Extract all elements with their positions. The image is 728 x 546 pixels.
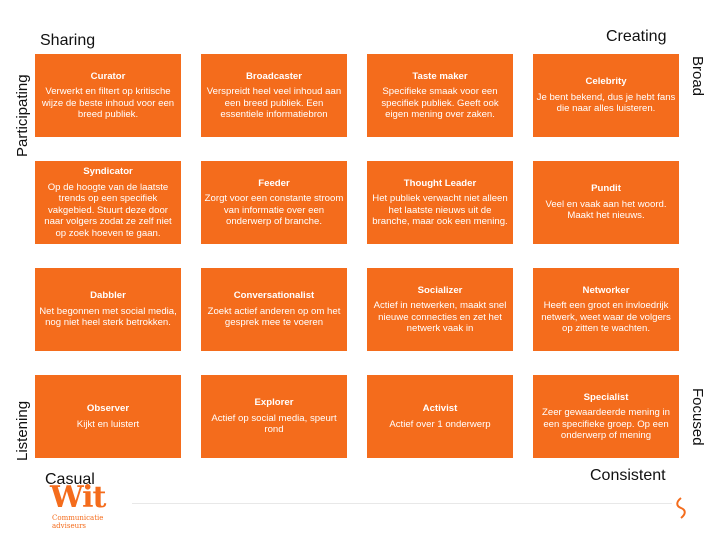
logo-subtitle-line2: adviseurs <box>52 522 87 530</box>
tile-title: Broadcaster <box>246 70 302 82</box>
axis-label-consistent: Consistent <box>590 467 666 484</box>
tile-text: Veel en vaak aan het woord. Maakt het ni… <box>545 198 667 222</box>
axis-label-listening: Listening <box>14 400 31 461</box>
tile-text: Zorgt voor een constante stroom van info… <box>204 193 344 227</box>
axis-label-sharing: Sharing <box>40 32 96 49</box>
scroll-ornament-icon <box>676 497 686 519</box>
tile-title: Celebrity <box>585 76 627 88</box>
logo-subtitle: Communicatie adviseurs <box>52 514 103 530</box>
tile-title: Curator <box>90 70 126 82</box>
tile-title: Syndicator <box>83 166 133 177</box>
tile-title: Observer <box>86 403 130 414</box>
axis-label-broad: Broad <box>689 56 706 97</box>
tile-text: Verspreidt heel veel inhoud aan een bree… <box>206 86 342 120</box>
footer-divider <box>132 503 672 504</box>
tile-title: Explorer <box>254 397 294 409</box>
tile-title: Feeder <box>258 177 290 189</box>
tile-title: Conversationalist <box>233 290 315 302</box>
tile-title: Dabbler <box>90 290 126 302</box>
tile-title: Thought Leader <box>403 177 477 189</box>
wit-logo: Wit Communicatie adviseurs <box>46 480 126 540</box>
tile-text: Specifieke smaak voor een specifiek publ… <box>381 86 499 120</box>
axis-label-participating: Participating <box>14 74 31 157</box>
tile-text: Op de hoogte van de laatste trends op ee… <box>44 181 172 239</box>
tile-text: Kijkt en luistert <box>76 418 140 430</box>
tile-text: Actief op social media, speurt rond <box>211 412 337 436</box>
tile-title: Specialist <box>583 391 629 403</box>
tile-text: Het publiek verwacht niet alleen het laa… <box>372 193 508 227</box>
tile-text: Heeft een groot en invloedrijk netwerk, … <box>541 300 671 334</box>
tile-text: Net begonnen met social media, nog niet … <box>39 305 177 329</box>
tile-text: Zeer gewaardeerde mening in een specifie… <box>542 407 670 441</box>
tile-title: Networker <box>582 284 630 296</box>
tile-syndicator: Syndicator Op de hoogte van de laatste tr… <box>35 161 181 244</box>
tile-title: Socializer <box>417 284 463 296</box>
tile-text: Verwerkt en filtert op kritische wijze d… <box>41 86 175 120</box>
tile-title: Activist <box>422 403 458 414</box>
logo-wordmark: Wit <box>50 480 106 515</box>
axis-label-creating: Creating <box>606 28 667 45</box>
tile-text: Actief in netwerken, maakt snel nieuwe c… <box>373 300 507 334</box>
tile-title: Taste maker <box>412 70 468 82</box>
tile-text: Je bent bekend, dus je hebt fans die naa… <box>536 91 676 115</box>
axis-label-focused: Focused <box>689 388 706 446</box>
tile-celebrity: Celebrity Je bent bekend, dus je hebt fan… <box>533 54 679 137</box>
tile-text: Zoekt actief anderen op om het gesprek m… <box>207 305 341 329</box>
logo-subtitle-line1: Communicatie <box>52 514 104 522</box>
axis-label-casual: Casual <box>45 471 95 488</box>
tile-text: Actief over 1 onderwerp <box>389 418 491 430</box>
tile-title: Pundit <box>591 183 621 195</box>
